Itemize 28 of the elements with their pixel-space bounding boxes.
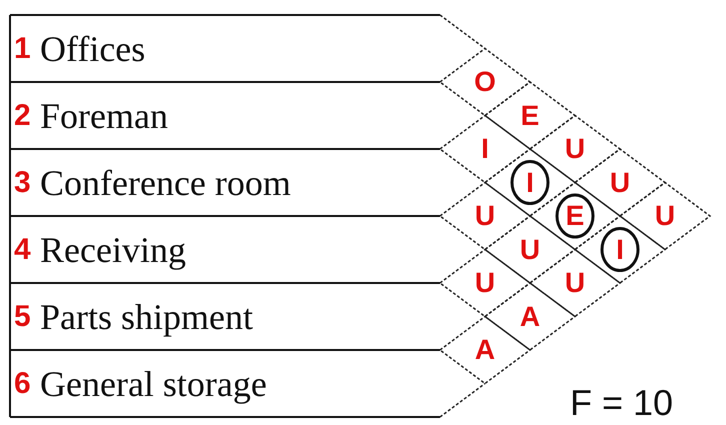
closeness-rating: U: [564, 267, 586, 299]
closeness-rating: U: [474, 267, 496, 299]
department-name: Parts shipment: [40, 296, 253, 338]
department-number: 5: [14, 300, 31, 334]
department-number: 2: [14, 98, 31, 132]
department-name: Foreman: [40, 94, 168, 136]
closeness-rating: U: [654, 200, 676, 232]
closeness-rating: U: [564, 133, 586, 165]
department-number: 1: [14, 32, 31, 66]
closeness-rating: U: [520, 234, 540, 266]
department-name: Conference room: [40, 162, 291, 204]
score-text: F = 10: [570, 382, 674, 424]
department-number: 6: [14, 366, 31, 400]
closeness-rating: I: [616, 234, 624, 266]
department-name: Receiving: [40, 228, 186, 270]
department-name: General storage: [40, 362, 267, 404]
closeness-rating: O: [474, 66, 496, 98]
closeness-rating: A: [474, 334, 496, 366]
department-number: 3: [14, 166, 31, 200]
closeness-rating: U: [474, 200, 496, 232]
closeness-rating: E: [520, 100, 540, 132]
closeness-rating: I: [481, 133, 489, 165]
closeness-rating: I: [526, 166, 534, 198]
closeness-rating: E: [566, 200, 584, 232]
closeness-rating: A: [520, 300, 540, 332]
closeness-rating: U: [610, 166, 630, 198]
department-number: 4: [14, 232, 31, 266]
department-name: Offices: [40, 28, 146, 70]
